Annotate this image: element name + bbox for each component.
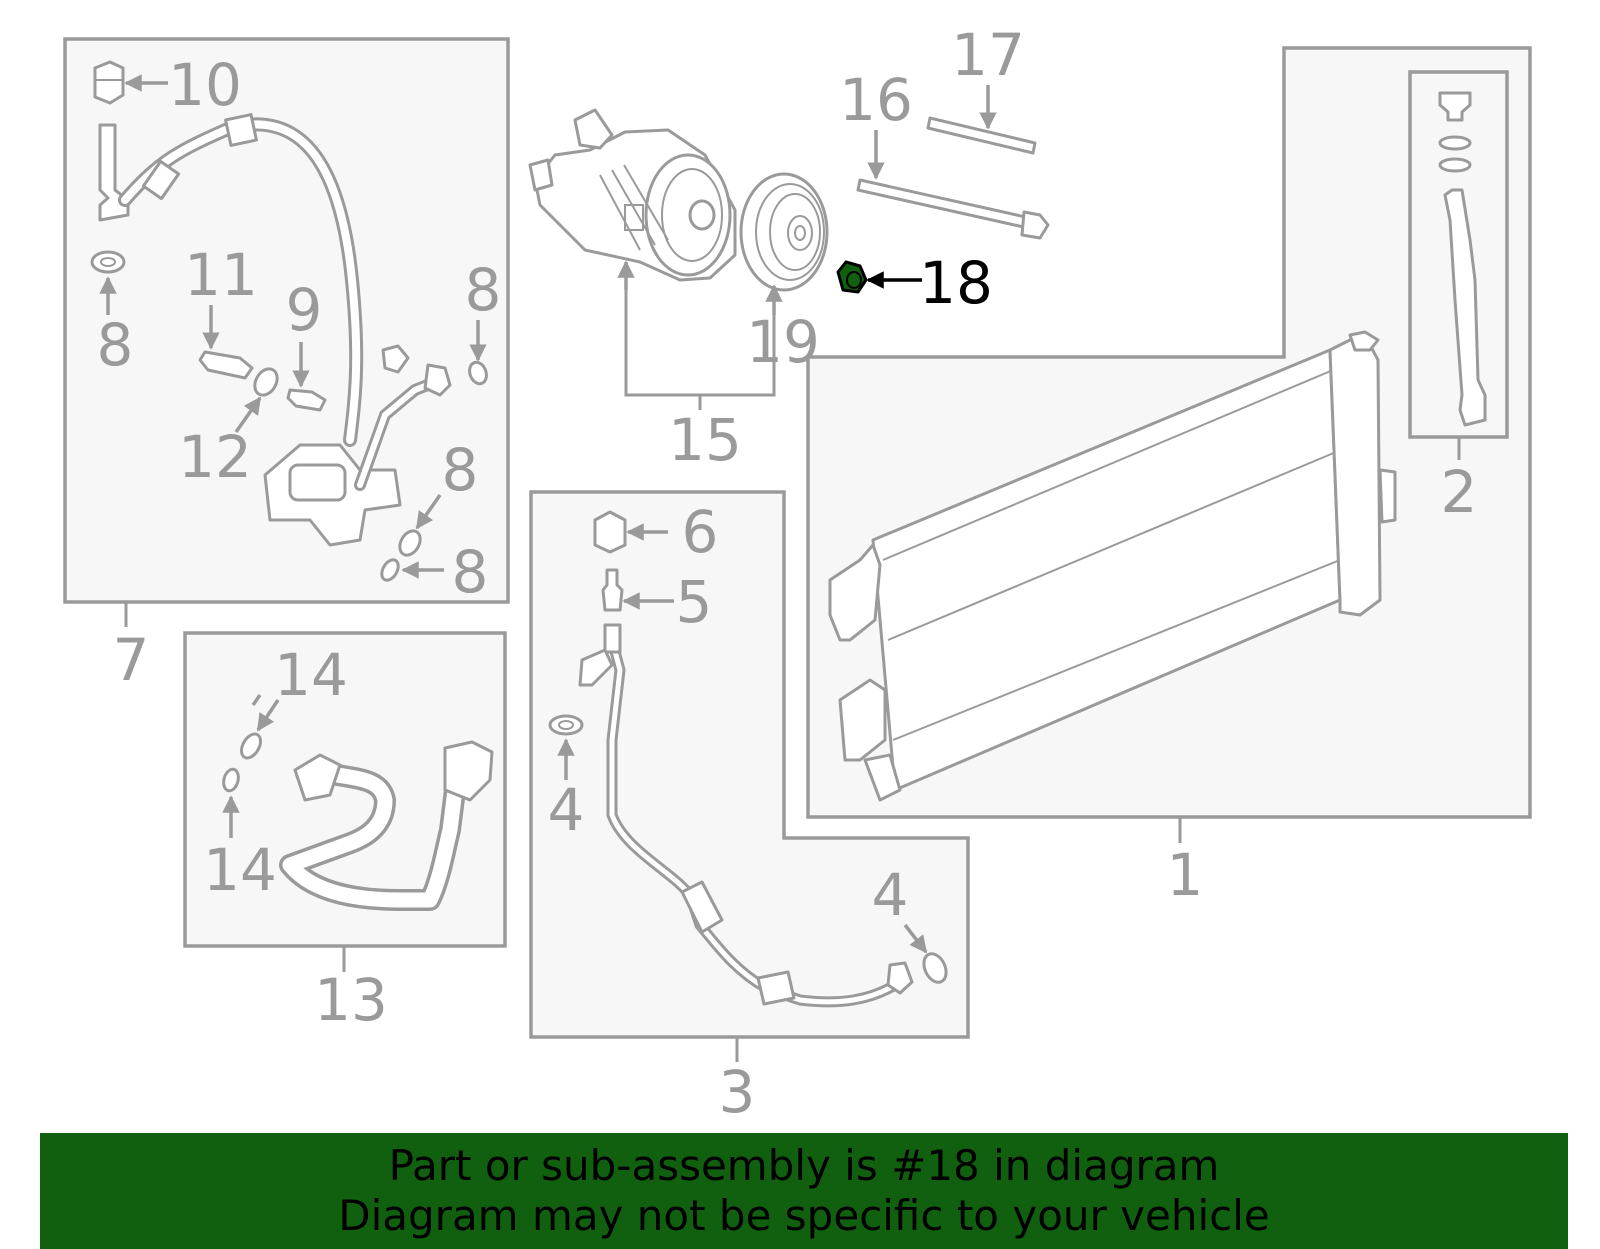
box-2-group <box>1408 70 1509 460</box>
label-8d: 8 <box>452 538 489 606</box>
box-1-group <box>806 46 1532 843</box>
bolt-16 <box>856 178 1032 230</box>
o-ring-14a <box>240 732 262 760</box>
label-2: 2 <box>1441 458 1478 526</box>
o-ring-8d <box>380 558 400 582</box>
valve-5 <box>601 568 624 612</box>
label-1: 1 <box>1167 841 1204 909</box>
sensor-11 <box>198 350 254 380</box>
label-3: 3 <box>719 1058 756 1126</box>
label-8a: 8 <box>97 311 134 379</box>
label-5: 5 <box>676 568 713 636</box>
pulley-19 <box>739 172 829 292</box>
label-6: 6 <box>682 498 719 566</box>
box-3 <box>529 490 970 1039</box>
label-10: 10 <box>168 51 242 119</box>
label-7: 7 <box>113 626 150 694</box>
o-ring-8a <box>90 250 126 274</box>
box-13-group <box>183 631 507 972</box>
label-8c: 8 <box>442 436 479 504</box>
valve-9 <box>286 388 327 412</box>
label-14a: 14 <box>274 641 348 709</box>
o-ring-8b <box>468 360 488 386</box>
leader-lines <box>99 74 997 954</box>
label-8b: 8 <box>465 256 502 324</box>
o-ring-4b <box>922 952 948 984</box>
bolts-group <box>856 116 1050 240</box>
o-ring-4a <box>548 714 584 736</box>
label-9: 9 <box>286 276 323 344</box>
label-18: 18 <box>919 249 993 317</box>
box-3-group <box>529 490 970 1062</box>
label-17: 17 <box>951 21 1025 89</box>
cap-10 <box>93 60 125 105</box>
nut-18 <box>836 260 868 294</box>
stud-17 <box>926 116 1037 155</box>
cap-2 <box>1438 91 1472 122</box>
label-4a: 4 <box>548 776 585 844</box>
compressor-group <box>528 108 829 410</box>
label-16: 16 <box>839 66 913 134</box>
banner-line-1: Part or sub-assembly is #18 in diagram <box>388 1141 1220 1190</box>
cap-6 <box>593 510 627 554</box>
label-14b: 14 <box>203 836 277 904</box>
label-13: 13 <box>314 966 388 1034</box>
label-4b: 4 <box>872 861 909 929</box>
o-ring-12 <box>253 367 279 397</box>
label-19: 19 <box>746 308 820 376</box>
label-15: 15 <box>668 406 742 474</box>
o-ring-14b <box>222 767 240 793</box>
box-7-group <box>63 37 510 627</box>
callout-labels: 1 2 3 4 4 5 6 7 8 8 8 8 9 10 11 12 13 14… <box>97 21 1478 1126</box>
label-11: 11 <box>184 241 258 309</box>
info-banner: Part or sub-assembly is #18 in diagram D… <box>40 1133 1568 1249</box>
o-ring-8c <box>398 529 422 557</box>
label-12: 12 <box>178 423 252 491</box>
banner-line-2: Diagram may not be specific to your vehi… <box>338 1191 1270 1240</box>
drier-2 <box>1443 188 1487 427</box>
